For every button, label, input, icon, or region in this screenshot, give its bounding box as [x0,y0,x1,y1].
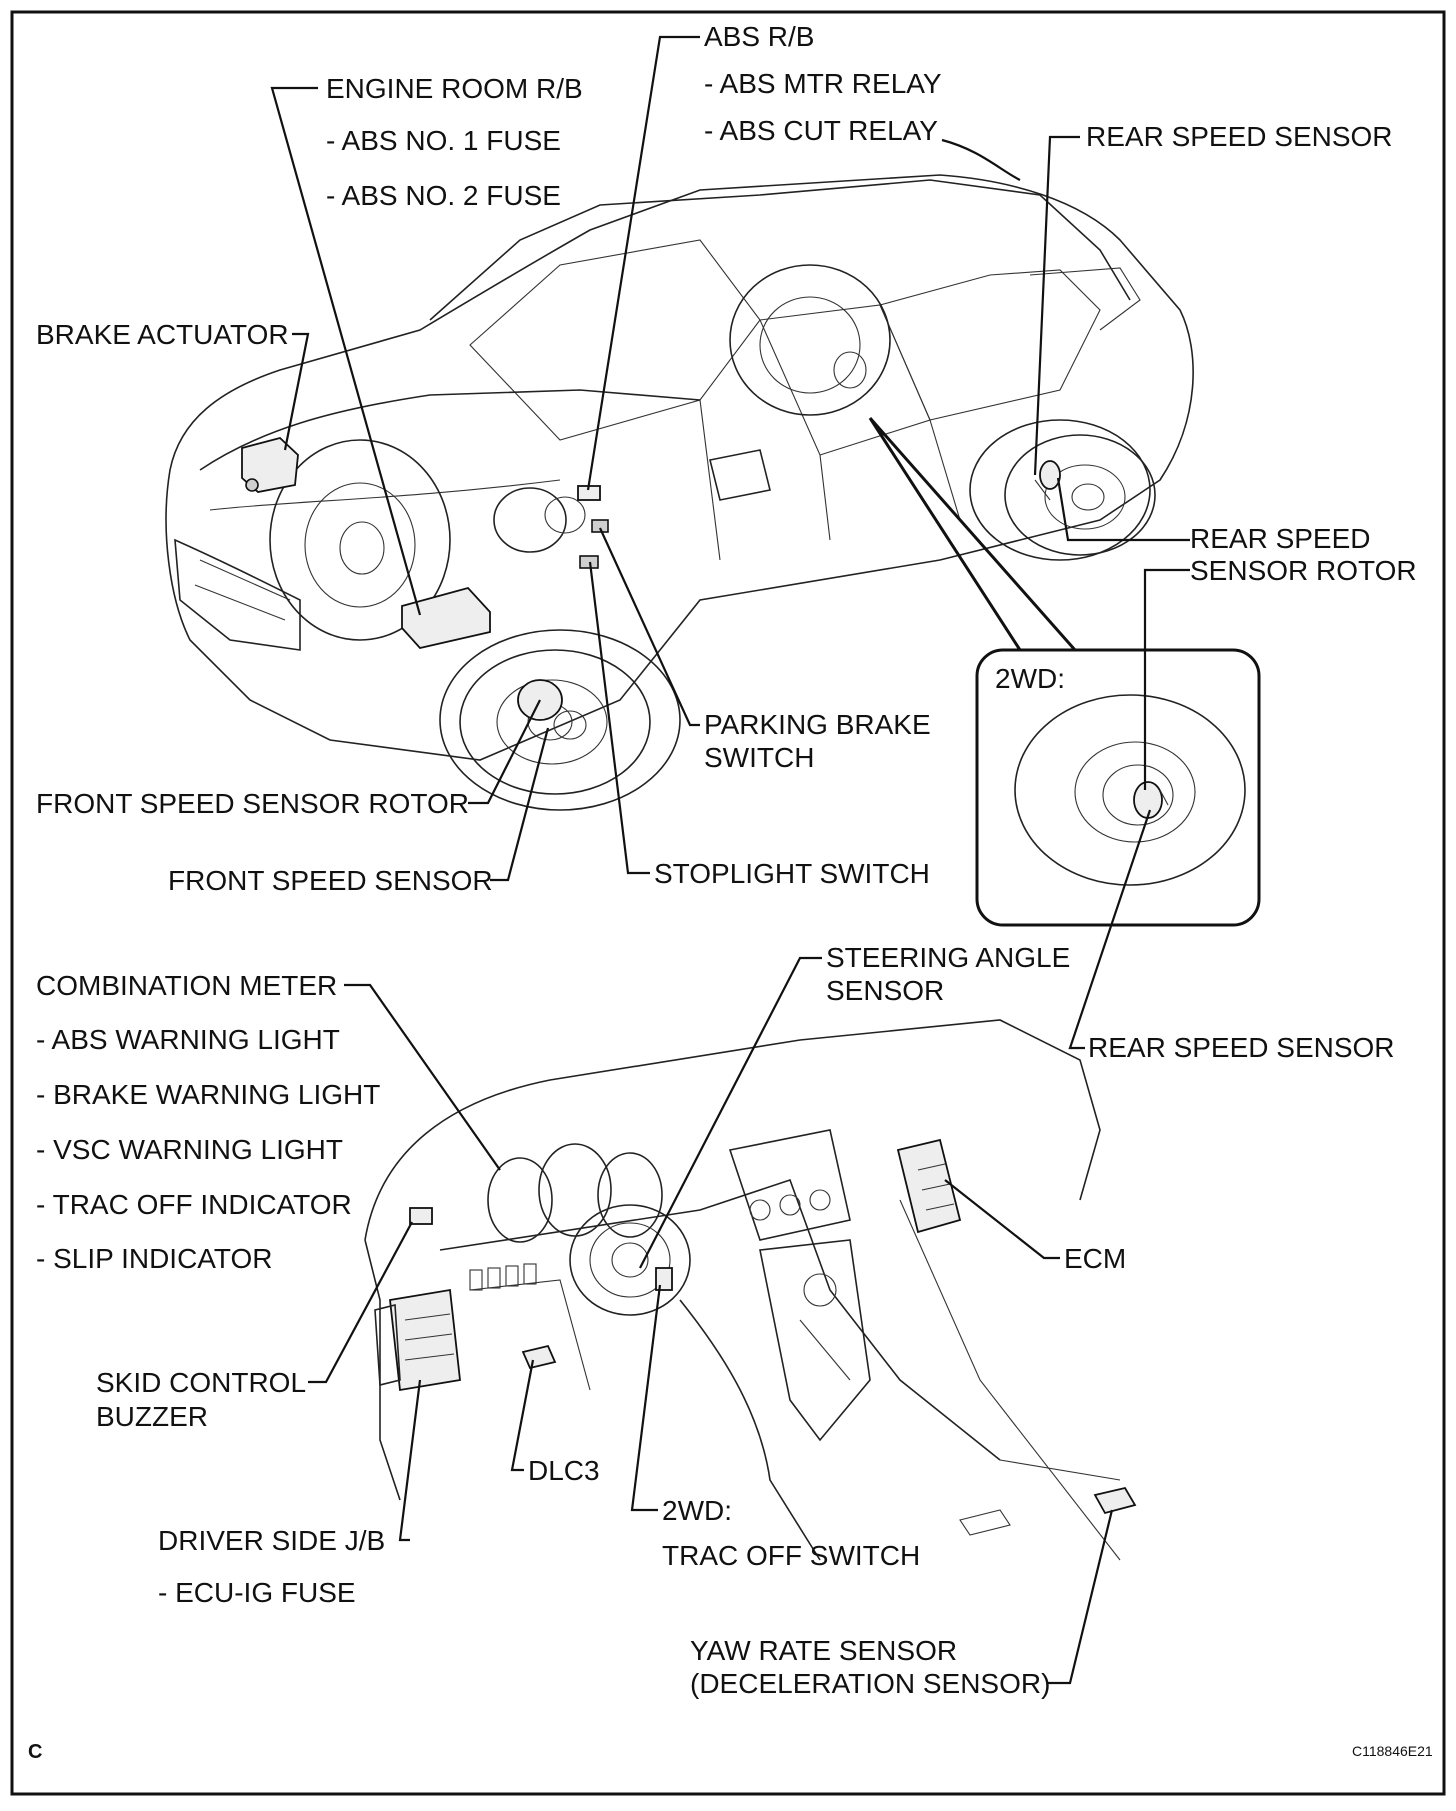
label-engine-room-rb: ENGINE ROOM R/B [326,73,583,104]
label-dlc3: DLC3 [528,1455,600,1486]
label-abs-no1-fuse: - ABS NO. 1 FUSE [326,125,561,156]
label-front-speed-sensor: FRONT SPEED SENSOR [168,865,493,896]
label-skid-control-buzzer-1: SKID CONTROL [96,1367,306,1398]
label-rear-speed-sensor-rotor-2: SENSOR ROTOR [1190,555,1417,586]
label-parking-brake-switch-2: SWITCH [704,742,814,773]
label-skid-control-buzzer-2: BUZZER [96,1401,208,1432]
corner-letter: C [28,1741,42,1763]
label-abs-no2-fuse: - ABS NO. 2 FUSE [326,180,561,211]
label-brake-warning-light: - BRAKE WARNING LIGHT [36,1079,380,1110]
label-stoplight-switch: STOPLIGHT SWITCH [654,858,930,889]
label-rear-speed-sensor-rotor-1: REAR SPEED [1190,523,1371,554]
label-brake-actuator: BRAKE ACTUATOR [36,319,289,350]
label-rear-speed-sensor-bottom: REAR SPEED SENSOR [1088,1032,1395,1063]
label-vsc-warning-light: - VSC WARNING LIGHT [36,1134,343,1165]
label-ecm: ECM [1064,1243,1126,1274]
label-combination-meter: COMBINATION METER [36,970,337,1001]
label-yaw-rate-sensor-2: (DECELERATION SENSOR) [690,1668,1050,1699]
label-ecu-ig-fuse: - ECU-IG FUSE [158,1577,356,1608]
label-front-speed-sensor-rotor: FRONT SPEED SENSOR ROTOR [36,788,469,819]
label-driver-side-jb: DRIVER SIDE J/B [158,1525,385,1556]
label-yaw-rate-sensor-1: YAW RATE SENSOR [690,1635,957,1666]
label-abs-cut-relay: - ABS CUT RELAY [704,115,938,146]
label-trac-off-switch: TRAC OFF SWITCH [662,1540,920,1571]
label-abs-warning-light: - ABS WARNING LIGHT [36,1024,340,1055]
inset-2wd-label: 2WD: [995,663,1065,694]
label-steering-angle-sensor-1: STEERING ANGLE [826,942,1070,973]
label-rear-speed-sensor-top: REAR SPEED SENSOR [1086,121,1393,152]
label-group: ABS R/B - ABS MTR RELAY - ABS CUT RELAY … [28,21,1433,1763]
diagram-frame [10,10,1446,1796]
label-steering-angle-sensor-2: SENSOR [826,975,944,1006]
figure-code: C118846E21 [1352,1743,1433,1759]
label-slip-indicator: - SLIP INDICATOR [36,1243,273,1274]
label-abs-mtr-relay: - ABS MTR RELAY [704,68,942,99]
dashboard-illustration [364,1019,1137,1561]
label-parking-brake-switch-1: PARKING BRAKE [704,709,931,740]
label-trac-off-switch-2wd: 2WD: [662,1495,732,1526]
label-trac-off-indicator: - TRAC OFF INDICATOR [36,1189,352,1220]
inset-2wd-rear-hub: 2WD: [868,417,1261,927]
label-abs-rb: ABS R/B [704,21,814,52]
vehicle-illustration [165,174,1194,811]
leader-lines [270,35,1190,1685]
